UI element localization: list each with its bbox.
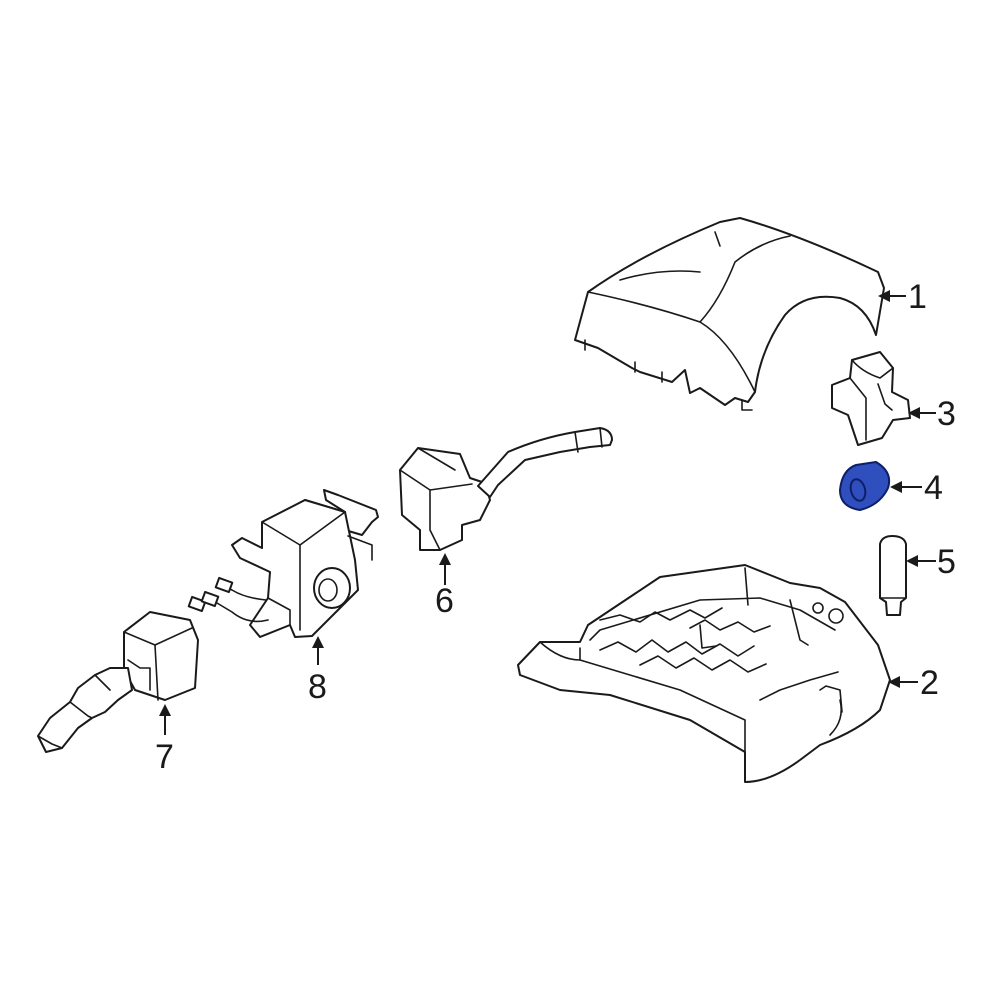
callout-label-7: 7 bbox=[155, 738, 174, 776]
callout-2: 2 bbox=[888, 664, 939, 702]
part-7-lever-switch[interactable] bbox=[37, 611, 199, 753]
callout-label-8: 8 bbox=[308, 668, 327, 706]
part-8-combination-switch[interactable] bbox=[187, 489, 379, 638]
part-3-ignition-switch[interactable] bbox=[831, 351, 911, 446]
callout-label-5: 5 bbox=[937, 543, 956, 581]
part-1-upper-shroud[interactable] bbox=[574, 217, 885, 411]
part-4-key-ring[interactable] bbox=[839, 461, 891, 511]
callout-6: 6 bbox=[435, 553, 454, 620]
part-6-lever-switch[interactable] bbox=[399, 427, 613, 551]
callout-label-4: 4 bbox=[924, 469, 943, 507]
part-2-lower-shroud[interactable] bbox=[517, 564, 891, 783]
callout-1: 1 bbox=[878, 278, 927, 316]
part-5-bulb[interactable] bbox=[879, 535, 907, 616]
callout-5: 5 bbox=[906, 543, 956, 581]
callout-label-1: 1 bbox=[908, 278, 927, 316]
callout-label-2: 2 bbox=[920, 664, 939, 702]
callout-3: 3 bbox=[908, 395, 956, 433]
callout-4: 4 bbox=[890, 469, 943, 507]
callout-8: 8 bbox=[308, 636, 327, 706]
callout-label-3: 3 bbox=[937, 395, 956, 433]
callout-7: 7 bbox=[155, 704, 174, 776]
callout-label-6: 6 bbox=[435, 582, 454, 620]
